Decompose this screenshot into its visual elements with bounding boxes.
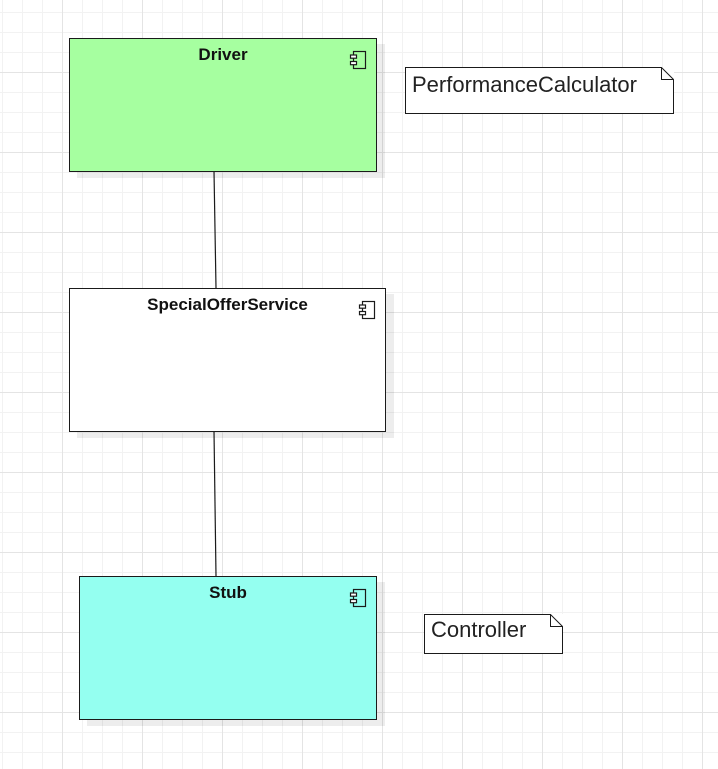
- component-icon: [349, 50, 367, 70]
- component-special-offer-service-title: SpecialOfferService: [147, 295, 308, 314]
- component-stub[interactable]: Stub: [79, 576, 377, 720]
- note-controller[interactable]: Controller: [424, 614, 563, 654]
- connector-special-stub[interactable]: [213, 430, 217, 577]
- component-special-offer-service[interactable]: SpecialOfferService: [69, 288, 386, 432]
- component-driver[interactable]: Driver: [69, 38, 377, 172]
- note-shape: [424, 614, 563, 654]
- component-icon: [358, 300, 376, 320]
- note-controller-text: Controller: [431, 617, 527, 642]
- component-stub-title: Stub: [209, 583, 247, 602]
- component-icon: [349, 588, 367, 608]
- component-driver-title: Driver: [198, 45, 248, 64]
- note-performance-calculator-text: PerformanceCalculator: [412, 72, 637, 97]
- connector-driver-special[interactable]: [213, 170, 217, 289]
- note-shape: [405, 67, 674, 114]
- note-performance-calculator[interactable]: PerformanceCalculator: [405, 67, 674, 114]
